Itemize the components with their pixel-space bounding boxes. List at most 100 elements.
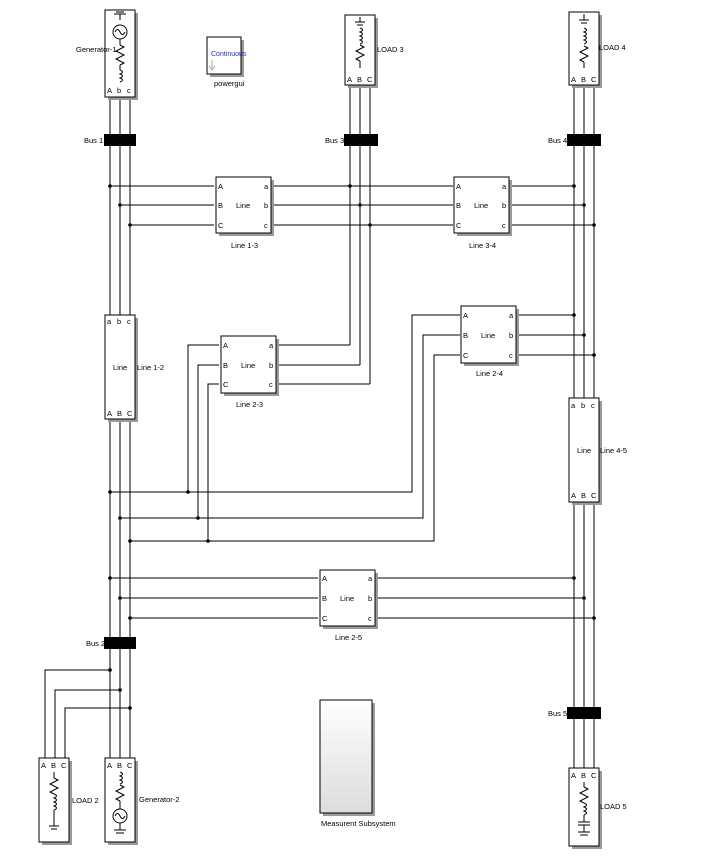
load-2-block[interactable]: A B C LOAD 2 (38, 757, 99, 845)
inductor-icon (582, 27, 587, 45)
svg-text:A: A (571, 491, 576, 500)
svg-text:Bus 2: Bus 2 (86, 639, 105, 648)
svg-text:B: B (51, 761, 56, 770)
svg-text:A: A (107, 86, 112, 95)
svg-text:C: C (61, 761, 67, 770)
svg-text:Bus 5: Bus 5 (548, 709, 567, 718)
svg-text:A: A (571, 771, 576, 780)
bus-1[interactable]: Bus 1 (84, 134, 136, 146)
svg-text:Line 1-3: Line 1-3 (231, 241, 258, 250)
svg-text:C: C (591, 491, 597, 500)
line-2-3-block[interactable]: A B C a b c Line Line 2-3 (220, 335, 279, 409)
svg-text:A: A (347, 75, 352, 84)
ground-icon (49, 810, 59, 830)
junction-dots (108, 184, 596, 710)
svg-text:LOAD 3: LOAD 3 (377, 45, 404, 54)
load-5-block[interactable]: A B C LOAD 5 (568, 767, 627, 849)
generator-1-block[interactable]: A b c Generator-1 (76, 9, 138, 100)
svg-text:C: C (127, 409, 133, 418)
line-1-2-block[interactable]: a b c A B C Line Line 1-2 (104, 314, 164, 422)
svg-text:A: A (456, 182, 461, 191)
line-2-5-block[interactable]: A B C a b c Line Line 2-5 (319, 569, 378, 642)
inductor-icon (582, 802, 587, 816)
load-3-block[interactable]: A B C LOAD 3 (344, 14, 404, 88)
svg-text:B: B (357, 75, 362, 84)
bus-2[interactable]: Bus 2 (86, 637, 136, 649)
svg-text:b: b (368, 594, 372, 603)
svg-text:B: B (117, 409, 122, 418)
svg-text:Line 4-5: Line 4-5 (600, 446, 627, 455)
svg-text:A: A (463, 311, 468, 320)
svg-text:Line: Line (236, 201, 250, 210)
svg-text:Bus 1: Bus 1 (84, 136, 103, 145)
svg-text:c: c (264, 221, 268, 230)
resistor-icon (114, 784, 126, 802)
line-2-4-block[interactable]: A B C a b c Line Line 2-4 (460, 305, 519, 378)
load-4-block[interactable]: A B C LOAD 4 (568, 11, 626, 88)
svg-text:b: b (502, 201, 506, 210)
resistor-icon (578, 45, 590, 63)
svg-text:b: b (117, 86, 121, 95)
svg-text:Line 2-3: Line 2-3 (236, 400, 263, 409)
line-4-5-block[interactable]: a b c A B C Line Line 4-5 (568, 397, 627, 505)
svg-text:B: B (581, 75, 586, 84)
svg-text:A: A (107, 761, 112, 770)
svg-text:Line: Line (577, 446, 591, 455)
svg-text:a: a (571, 401, 576, 410)
ground-icon (114, 11, 126, 20)
svg-text:Bus 3: Bus 3 (325, 136, 344, 145)
svg-text:a: a (368, 574, 373, 583)
svg-text:C: C (591, 75, 597, 84)
svg-text:C: C (367, 75, 373, 84)
ground-icon (579, 14, 589, 24)
svg-text:A: A (41, 761, 46, 770)
svg-text:Continuous: Continuous (211, 51, 247, 58)
capacitor-icon (578, 815, 590, 832)
svg-text:c: c (591, 401, 595, 410)
svg-text:Line 2-5: Line 2-5 (335, 633, 362, 642)
svg-text:B: B (223, 361, 228, 370)
bus-5[interactable]: Bus 5 (548, 707, 601, 719)
bus-3[interactable]: Bus 3 (325, 134, 378, 146)
generator-2-block[interactable]: A B C Generator-2 (104, 757, 179, 845)
bus-4[interactable]: Bus 4 (548, 134, 601, 146)
svg-text:A: A (107, 409, 112, 418)
svg-text:c: c (127, 317, 131, 326)
svg-text:c: c (127, 86, 131, 95)
svg-text:B: B (581, 491, 586, 500)
svg-text:A: A (218, 182, 223, 191)
svg-text:Line 1-2: Line 1-2 (137, 363, 164, 372)
svg-text:B: B (463, 331, 468, 340)
svg-text:LOAD 2: LOAD 2 (72, 796, 99, 805)
powergui-block[interactable]: Continuous powergui (206, 36, 247, 88)
svg-text:C: C (218, 221, 224, 230)
svg-text:Measurent Subsystem: Measurent Subsystem (321, 819, 396, 828)
inductor-icon (52, 793, 57, 811)
ground-icon (114, 823, 126, 834)
svg-text:C: C (127, 761, 133, 770)
resistor-icon (114, 44, 126, 66)
line-1-3-block[interactable]: A B C a b c Line Line 1-3 (215, 176, 274, 250)
svg-text:b: b (269, 361, 273, 370)
svg-text:LOAD 5: LOAD 5 (600, 802, 627, 811)
svg-text:B: B (117, 761, 122, 770)
svg-text:a: a (107, 317, 112, 326)
svg-text:A: A (223, 341, 228, 350)
svg-text:b: b (509, 331, 513, 340)
measurement-subsystem-block[interactable]: Measurent Subsystem (319, 699, 396, 828)
svg-text:c: c (502, 221, 506, 230)
svg-text:Line: Line (481, 331, 495, 340)
svg-text:Line: Line (474, 201, 488, 210)
svg-text:b: b (264, 201, 268, 210)
line-3-4-block[interactable]: A B C a b c Line Line 3-4 (453, 176, 512, 250)
svg-text:powergui: powergui (214, 79, 245, 88)
svg-text:Line 2-4: Line 2-4 (476, 369, 503, 378)
svg-text:a: a (269, 341, 274, 350)
inductor-icon (358, 27, 363, 45)
svg-text:a: a (502, 182, 507, 191)
inductor-icon (118, 69, 123, 83)
svg-text:B: B (456, 201, 461, 210)
svg-text:C: C (456, 221, 462, 230)
svg-text:C: C (463, 351, 469, 360)
